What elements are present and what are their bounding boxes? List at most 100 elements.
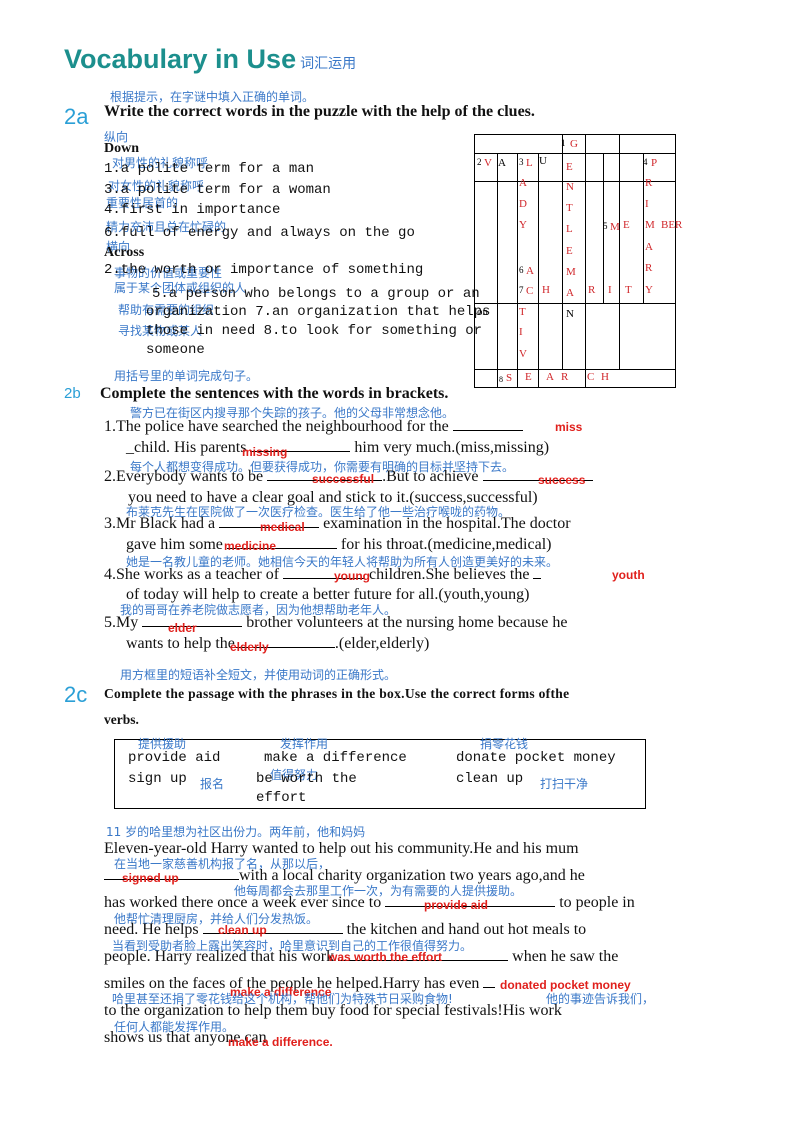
s2b-cn: 用括号里的单词完成句子。 xyxy=(114,369,259,383)
clue-down-1: 1.a polite term for a man xyxy=(104,161,315,177)
phrase-3-cn: 捐零花钱 xyxy=(480,737,529,751)
pz-n2: N xyxy=(566,308,574,320)
pz-v: V xyxy=(484,157,492,169)
pz-num-3: 3 xyxy=(519,157,524,167)
s2c-number: 2c xyxy=(64,682,88,707)
pz-g: G xyxy=(570,138,578,150)
phrase-6-cn: 打扫干净 xyxy=(540,777,589,791)
clue-down-6-cn: 精力充沛且总在忙碌的 xyxy=(106,220,227,234)
pz-num-5: 5 xyxy=(603,221,608,231)
phrase-4-cn: 报名 xyxy=(200,777,225,791)
s2b-1-answer1: miss xyxy=(555,420,583,434)
phrase-box xyxy=(114,739,646,809)
pz-num-2: 2 xyxy=(477,157,482,167)
s2b-number: 2b xyxy=(64,385,81,402)
pz-num-7: 7 xyxy=(519,285,524,295)
passage-cn-3: 他每周都会去那里工作一次，为有需要的人提供援助。 xyxy=(234,884,523,898)
pz-num-8: 8 xyxy=(499,375,503,384)
pz-e3: E xyxy=(566,245,573,257)
passage-line-4: need. He helps the kitchen and hand out … xyxy=(104,921,587,938)
pz-t2: T xyxy=(625,284,632,296)
pz-e2: E xyxy=(623,219,630,231)
passage-cn-6a: 哈里甚至还捐了零花钱给这个机构，帮他们为特殊节日采购食物! xyxy=(112,992,453,1006)
pz-d1: D xyxy=(519,198,527,210)
phrase-4: sign up xyxy=(128,771,187,787)
passage-line-1: Eleven-year-old Harry wanted to help out… xyxy=(104,840,579,857)
pz-i1: I xyxy=(645,198,649,210)
s2b-1-cn: 警方已在街区内搜寻那个失踪的孩子。他的父母非常想念他。 xyxy=(130,406,455,420)
pz-num-1: 1 xyxy=(561,138,566,148)
pz-p: P xyxy=(651,157,658,169)
phrase-2: make a difference xyxy=(264,750,407,766)
passage-cn-4: 他帮忙清理厨房，并给人们分发热饭。 xyxy=(114,912,319,926)
s2a-number: 2a xyxy=(64,104,89,129)
clue-across-5-cn: 属于某个团体或组织的人 xyxy=(114,281,247,295)
passage-cn-2: 在当地一家慈善机构报了名，从那以后， xyxy=(114,857,331,871)
s2c-instruction-2: verbs. xyxy=(104,712,139,727)
clue-down-3: 3.a polite term for a woman xyxy=(104,182,331,198)
passage-answer-7: make a difference. xyxy=(228,1035,333,1049)
pz-u: U xyxy=(539,155,547,167)
pz-h: H xyxy=(542,284,550,296)
s2b-instruction: Complete the sentences with the words in… xyxy=(100,385,449,402)
pz-e1: E xyxy=(566,161,573,173)
passage-answer-3: clean up xyxy=(218,923,267,937)
pz-a5: A xyxy=(546,371,554,383)
across-cn: 横向 xyxy=(106,240,131,254)
clue-across-8: those in need 8.to look for something or xyxy=(146,323,483,339)
s2b-4-answer1: young xyxy=(334,569,370,583)
s2b-5-cn: 我的哥哥在养老院做志愿者，因为他想帮助老年人。 xyxy=(120,603,397,617)
clue-down-4-cn: 重要性居首的 xyxy=(106,196,179,210)
pz-t3: T xyxy=(519,306,526,318)
pz-m2: M xyxy=(645,219,655,231)
s2b-3-answer2: medicine xyxy=(224,539,277,553)
passage-line-2: with a local charity organization two ye… xyxy=(104,867,585,885)
pz-ber: BER xyxy=(661,219,683,231)
pz-v2: V xyxy=(519,348,527,360)
phrase-5-cn: 值得努力 xyxy=(270,768,319,782)
s2b-4-line2: of today will help to create a better fu… xyxy=(126,586,530,603)
pz-on: on xyxy=(477,306,488,318)
s2b-5-line1: 5.My brother volunteers at the nursing h… xyxy=(104,614,568,631)
pz-r2: R xyxy=(645,262,653,274)
s2b-2-line1: 2.Everybody wants to be .But to achieve xyxy=(104,468,593,486)
pz-n1: N xyxy=(566,181,574,193)
pz-c9: C xyxy=(587,371,595,383)
pz-s: S xyxy=(506,372,513,384)
passage-answer-2: provide aid xyxy=(424,898,489,912)
s2b-2-answer1: successful xyxy=(312,472,375,486)
pz-num-6: 6 xyxy=(519,265,524,275)
phrase-5-cont: effort xyxy=(256,790,307,806)
s2b-5-answer1: elder xyxy=(168,621,197,635)
s2b-4-answer2: youth xyxy=(612,568,645,582)
clue-down-4: 4.first in importance xyxy=(104,202,281,218)
pz-i3: I xyxy=(519,326,523,338)
passage-line-6: smiles on the faces of the people he hel… xyxy=(104,975,496,993)
passage-answer-6: donated pocket money xyxy=(500,978,631,992)
phrase-3: donate pocket money xyxy=(456,750,616,766)
s2b-3-cn: 布莱克先生在医院做了一次医疗检查。医生给了他一些治疗喉咙的药物。 xyxy=(126,505,511,519)
down-heading: Down xyxy=(104,141,140,156)
clue-down-6: 6.full of energy and always on the go xyxy=(104,225,415,241)
clue-across-2: 2.the worth or importance of something xyxy=(104,262,424,278)
crossword-puzzle: 1 G 2 V A 3 L U E 4 P A N R D T I Y L 5 … xyxy=(474,134,682,388)
down-cn: 纵向 xyxy=(104,130,129,144)
pz-l2: L xyxy=(566,223,573,235)
pz-e4: E xyxy=(525,371,532,383)
s2b-1-line2: _child. His parents him very much.(miss,… xyxy=(126,439,550,456)
across-heading: Across xyxy=(104,245,145,260)
pz-l: L xyxy=(526,157,533,169)
s2b-4-line1: 4.She works as a teacher of children.She… xyxy=(104,566,542,584)
phrase-1-cn: 提供援助 xyxy=(138,737,187,751)
passage-cn-5: 当看到受助者脸上露出笑容时，哈里意识到自己的工作很值得努力。 xyxy=(112,939,473,953)
pz-h2: H xyxy=(601,371,609,383)
s2b-5-answer2: elderly xyxy=(230,640,269,654)
clue-across-2-cn: 事物的价值或重要性 xyxy=(114,266,223,280)
clue-across-8-cn: 寻找某物或某人 xyxy=(118,324,203,338)
pz-r4: R xyxy=(561,371,569,383)
passage-cn-6b: 他的事迹告诉我们， xyxy=(546,992,655,1006)
passage-line-8: shows us that anyone can xyxy=(104,1029,267,1046)
s2b-5-line2: wants to help the.(elder,elderly) xyxy=(126,635,430,652)
pz-m1: M xyxy=(610,221,620,233)
passage-answer-5: make a difference xyxy=(230,985,332,999)
